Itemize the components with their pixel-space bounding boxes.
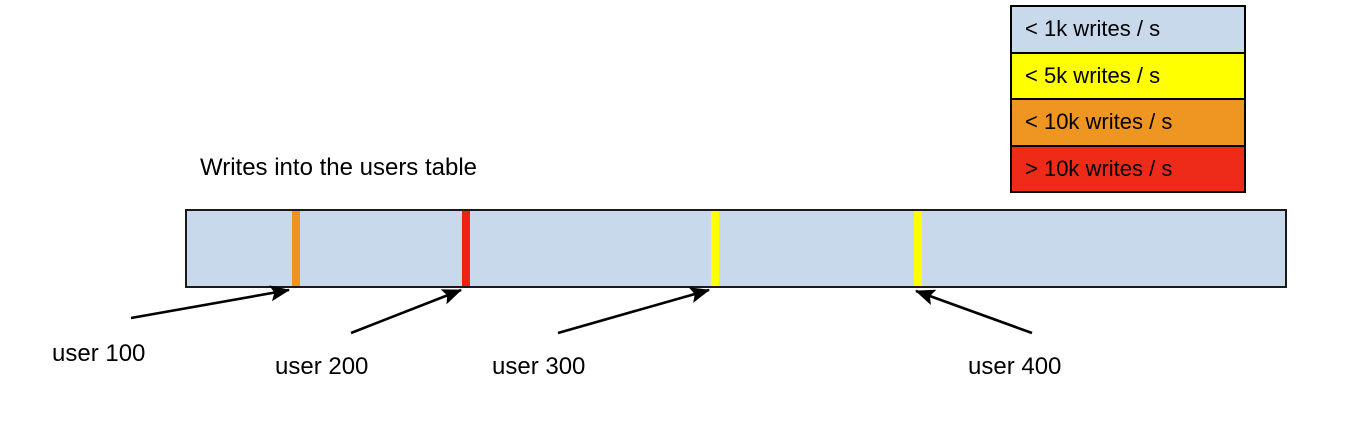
user-400-stripe (914, 211, 922, 286)
legend-row-over-10k: > 10k writes / s (1012, 146, 1244, 191)
users-table-bar (185, 209, 1287, 288)
arrow-user-300 (557, 287, 711, 335)
annotation-label-user-100: user 100 (52, 340, 146, 367)
legend-label-over-10k: > 10k writes / s (1025, 155, 1173, 181)
legend-label-under-5k: < 5k writes / s (1025, 62, 1161, 88)
legend-row-under-1k: < 1k writes / s (1012, 7, 1244, 54)
annotation-label-user-400: user 400 (968, 353, 1062, 380)
legend-row-under-5k: < 5k writes / s (1012, 53, 1244, 100)
arrow-user-200 (350, 288, 462, 335)
annotation-label-user-300: user 300 (492, 353, 586, 380)
legend: < 1k writes / s < 5k writes / s < 10k wr… (1010, 5, 1246, 193)
legend-label-under-10k: < 10k writes / s (1025, 109, 1173, 135)
diagram-title: Writes into the users table (200, 154, 478, 181)
legend-row-under-10k: < 10k writes / s (1012, 100, 1244, 147)
annotation-label-user-200: user 200 (275, 353, 369, 380)
user-300-stripe (711, 211, 719, 286)
user-200-stripe (462, 211, 470, 286)
arrow-user-100 (130, 285, 291, 320)
legend-label-under-1k: < 1k writes / s (1025, 16, 1161, 42)
user-100-stripe (292, 211, 300, 286)
arrow-user-400 (915, 289, 1033, 335)
